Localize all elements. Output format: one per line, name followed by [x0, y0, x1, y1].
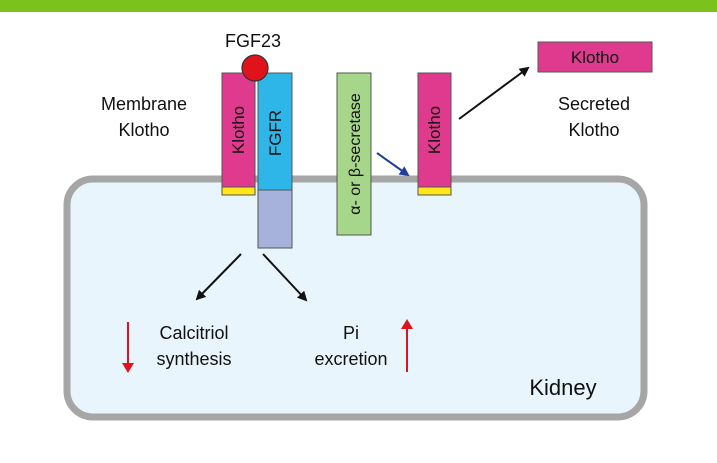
secreted-klotho-box: Klotho — [537, 41, 653, 73]
fgfr-text: FGFR — [266, 110, 285, 156]
cleavage-arrow — [376, 152, 410, 177]
fgf23-label: FGF23 — [225, 31, 281, 51]
fgfr-receptor: FGFR — [257, 72, 293, 249]
cleaved-klotho: Klotho — [417, 72, 452, 196]
signal-arrow-pi — [262, 253, 308, 302]
kidney-label: Kidney — [529, 375, 596, 400]
membrane-klotho-label-line1: Membrane — [101, 94, 187, 114]
fgf23-ligand — [241, 54, 269, 82]
membrane-klotho-label-line2: Klotho — [118, 120, 169, 140]
membrane-klotho-anchor — [221, 186, 256, 196]
cleaved-klotho-anchor — [417, 186, 452, 196]
secretase-enzyme: α- or β-secretase — [336, 72, 372, 236]
pi-label-line2: excretion — [314, 349, 387, 369]
secreted-klotho-label-line1: Secreted — [558, 94, 630, 114]
cleaved-klotho-text: Klotho — [425, 106, 444, 154]
signal-arrow-calcitriol — [195, 253, 242, 301]
calcitriol-label-line1: Calcitriol — [159, 323, 228, 343]
membrane-klotho: Klotho — [221, 72, 256, 196]
membrane-klotho-text: Klotho — [229, 106, 248, 154]
secreted-klotho-box-text: Klotho — [571, 48, 619, 67]
calcitriol-label-line2: synthesis — [156, 349, 231, 369]
fgfr-intracellular-domain — [257, 189, 293, 249]
pi-label-line1: Pi — [343, 323, 359, 343]
secretase-text: α- or β-secretase — [347, 93, 364, 215]
release-arrow — [458, 66, 530, 120]
secreted-klotho-label-line2: Klotho — [568, 120, 619, 140]
top-bar — [0, 0, 717, 12]
